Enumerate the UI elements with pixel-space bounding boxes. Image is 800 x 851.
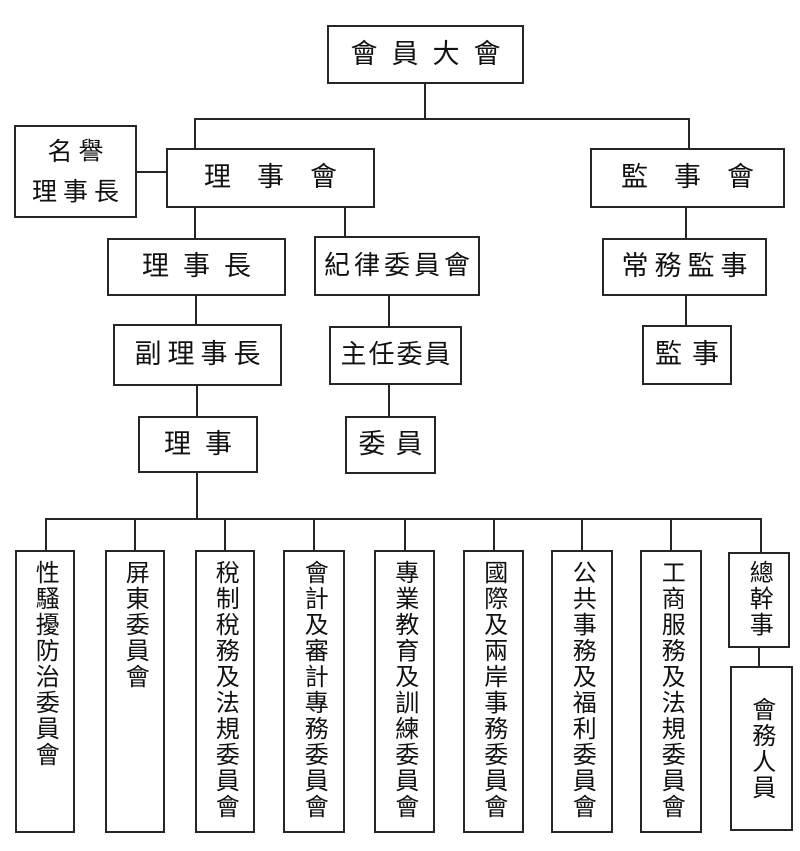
connector-chairman-to-vice	[195, 296, 197, 324]
connector-directors-to-chairman	[194, 208, 196, 238]
connector-drop-committee-2	[134, 518, 136, 550]
node-office-staff: 會務人員	[730, 666, 793, 831]
committee-accounting-and-auditing: 會計及審計專務委員會	[283, 550, 345, 833]
connector-drop-committee-4	[313, 518, 315, 550]
connector-drop-committee-6	[493, 518, 495, 550]
node-discipline-committee: 紀律委員會	[314, 236, 480, 296]
connector-drop-committee-8	[670, 518, 672, 550]
committee-international-cross-strait: 國際及兩岸事務委員會	[463, 550, 524, 833]
node-board-of-directors: 理事會	[166, 148, 375, 208]
connector-drop-committee-5	[404, 518, 406, 550]
committee-pingtung: 屏東委員會	[105, 550, 165, 833]
connector-supervisors-to-standing	[685, 208, 687, 238]
node-vice-chairman: 副理事長	[113, 324, 282, 386]
node-chairman: 理事長	[107, 238, 286, 296]
connector-bottom-spine	[45, 518, 762, 520]
node-board-of-supervisors: 監事會	[590, 148, 785, 208]
honorary-chairman-line2: 理事長	[31, 176, 125, 206]
committee-sexual-harassment-prevention: 性騷擾防治委員會	[15, 550, 75, 833]
honorary-chairman-line1: 名譽	[47, 136, 110, 166]
connector-drop-committee-7	[581, 518, 583, 550]
connector-spine-to-directors	[194, 118, 196, 148]
connector-drop-committee-3	[224, 518, 226, 550]
committee-industry-commerce-service: 工商服務及法規委員會	[640, 550, 702, 833]
connector-standing-to-supervisor	[685, 296, 687, 325]
connector-drop-committee-1	[45, 518, 47, 550]
connector-honorary-to-directors	[137, 171, 166, 173]
node-director: 理事	[138, 416, 258, 473]
connector-chief-to-commissioner	[388, 385, 390, 416]
committee-professional-education-training: 專業教育及訓練委員會	[374, 550, 435, 833]
committee-public-affairs-welfare: 公共事務及福利委員會	[551, 550, 613, 833]
node-standing-supervisor: 常務監事	[602, 238, 767, 296]
connector-director-down	[196, 473, 198, 518]
node-general-assembly: 會員大會	[327, 25, 524, 84]
connector-assembly-down	[424, 84, 426, 118]
connector-discipline-to-chief	[388, 296, 390, 326]
connector-drop-secretary	[760, 518, 762, 552]
committee-tax-system-and-regulations: 稅制稅務及法規委員會	[195, 550, 255, 833]
connector-secretary-to-staff	[758, 648, 760, 666]
node-chief-commissioner: 主任委員	[329, 326, 462, 385]
node-commissioner: 委員	[345, 416, 436, 474]
connector-directors-to-discipline	[344, 208, 346, 236]
connector-spine-to-supervisors	[688, 118, 690, 148]
connector-vice-to-director	[196, 386, 198, 416]
node-secretary-general: 總幹事	[728, 552, 790, 648]
node-supervisor: 監事	[642, 325, 732, 385]
node-honorary-chairman: 名譽 理事長	[14, 125, 137, 218]
connector-top-spine	[194, 118, 690, 120]
